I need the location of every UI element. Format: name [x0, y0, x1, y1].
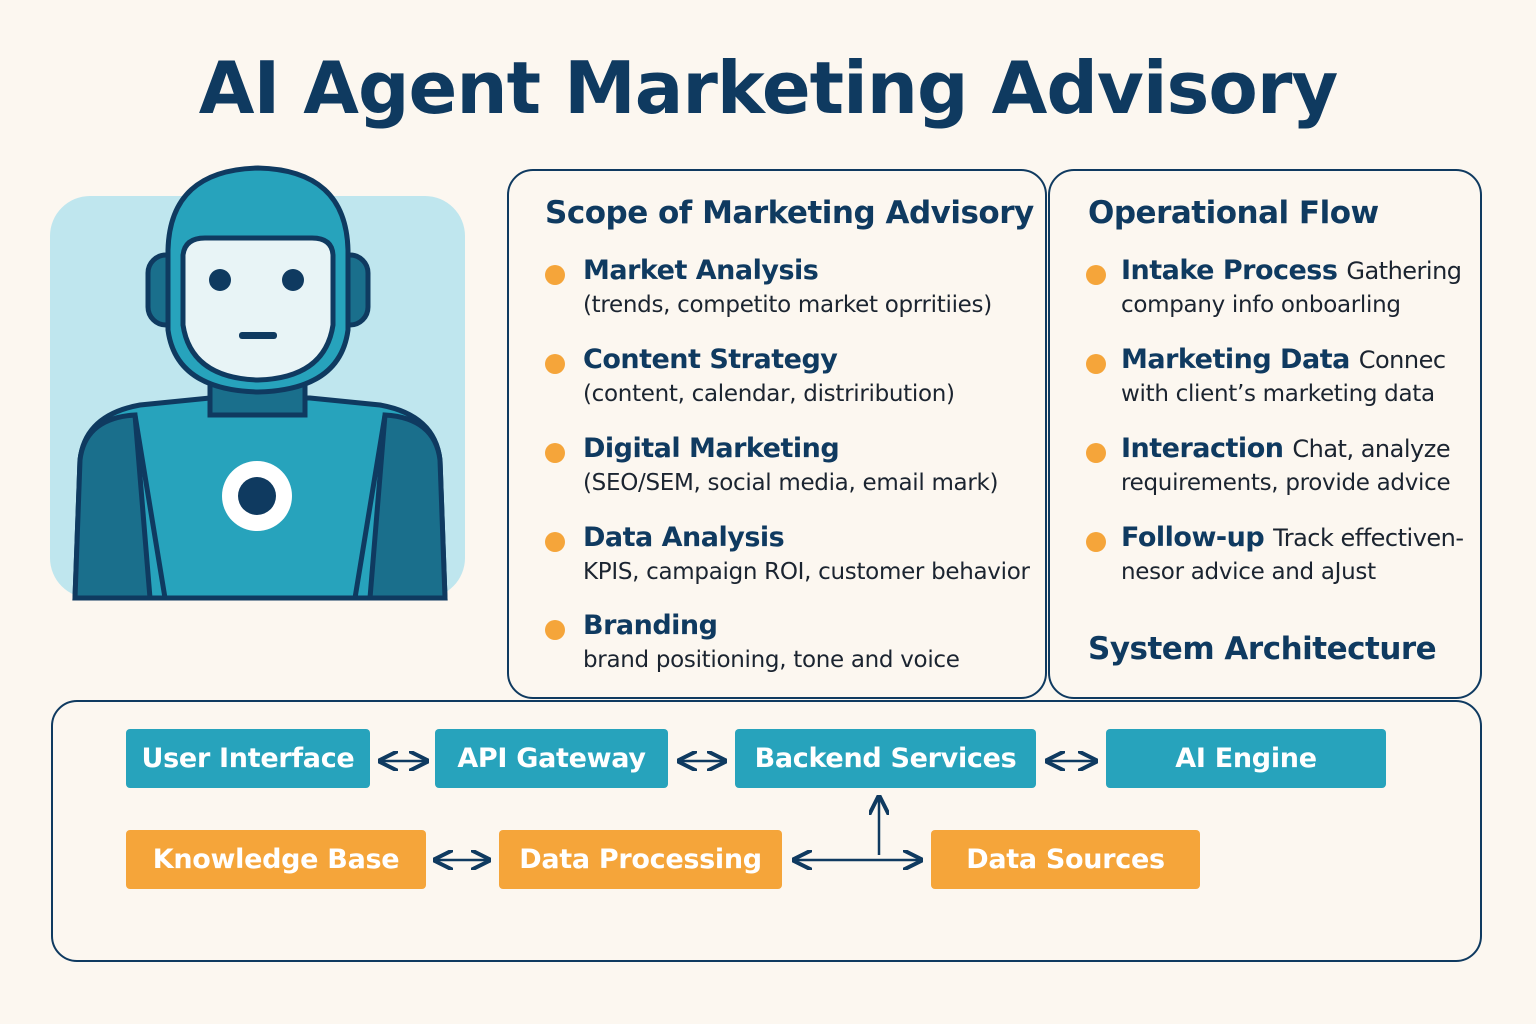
item-desc: (SEO/SEM, social media, email mark) — [583, 470, 999, 496]
item-desc: nesor advice and aJust — [1121, 559, 1376, 585]
item-title: Market Analysis — [583, 255, 819, 286]
arch-data-processing: Data Processing — [499, 830, 782, 889]
bullet-icon — [1086, 265, 1106, 285]
item-desc: requirements, provide advice — [1121, 470, 1451, 496]
item-desc: (content, calendar, distriribution) — [583, 381, 955, 407]
item-title: Data Analysis — [583, 522, 785, 553]
operational-flow-panel: Operational Flow Intake Process Gatherin… — [1048, 169, 1482, 699]
item-title: Intake Process — [1121, 255, 1338, 286]
flow-item-marketing-data: Marketing Data Connec with client’s marke… — [1086, 344, 1446, 407]
bullet-icon — [545, 443, 565, 463]
flow-item-interaction: Interaction Chat, analyze requirements, p… — [1086, 433, 1451, 496]
item-desc: with client’s marketing data — [1121, 381, 1435, 407]
item-desc: company info onboarling — [1121, 292, 1401, 318]
bullet-icon — [545, 532, 565, 552]
item-desc: Gathering — [1346, 257, 1462, 285]
item-title: Content Strategy — [583, 344, 838, 375]
item-desc: (trends, competito market oprritiies) — [583, 292, 992, 318]
item-desc: Chat, analyze — [1292, 435, 1451, 463]
bullet-icon — [1086, 443, 1106, 463]
bullet-icon — [545, 620, 565, 640]
flow-item-follow-up: Follow-up Track effectiven-nesor advice … — [1086, 522, 1464, 585]
scope-title: Scope of Marketing Advisory — [545, 195, 1034, 231]
page-title: AI Agent Marketing Advisory — [198, 46, 1339, 130]
bullet-icon — [1086, 354, 1106, 374]
robot-illustration — [50, 165, 465, 601]
scope-item-market-analysis: Market Analysis (trends, competito market… — [545, 255, 992, 318]
arch-backend-services: Backend Services — [735, 729, 1036, 788]
scope-panel: Scope of Marketing Advisory Market Analy… — [507, 169, 1047, 699]
flow-title: Operational Flow — [1088, 195, 1379, 231]
item-desc: brand positioning, tone and voice — [583, 647, 960, 673]
scope-item-branding: Branding brand positioning, tone and voic… — [545, 610, 960, 673]
scope-item-digital-marketing: Digital Marketing (SEO/SEM, social media,… — [545, 433, 999, 496]
arch-ai-engine: AI Engine — [1106, 729, 1386, 788]
item-title: Interaction — [1121, 433, 1284, 464]
arch-user-interface: User Interface — [126, 729, 370, 788]
bullet-icon — [1086, 532, 1106, 552]
scope-item-content-strategy: Content Strategy (content, calendar, dist… — [545, 344, 955, 407]
robot-icon — [72, 165, 448, 601]
flow-item-intake: Intake Process Gathering company info onb… — [1086, 255, 1462, 318]
architecture-title: System Architecture — [1088, 631, 1437, 667]
arch-data-sources: Data Sources — [931, 830, 1200, 889]
item-title: Digital Marketing — [583, 433, 840, 464]
item-title: Follow-up — [1121, 522, 1265, 553]
item-title: Branding — [583, 610, 718, 641]
bullet-icon — [545, 354, 565, 374]
arch-api-gateway: API Gateway — [435, 729, 668, 788]
bullet-icon — [545, 265, 565, 285]
arch-knowledge-base: Knowledge Base — [126, 830, 426, 889]
item-desc: KPIS, campaign ROI, customer behavior — [583, 559, 1030, 585]
item-desc: Connec — [1358, 346, 1446, 374]
item-desc: Track effectiven- — [1273, 524, 1464, 552]
item-title: Marketing Data — [1121, 344, 1350, 375]
